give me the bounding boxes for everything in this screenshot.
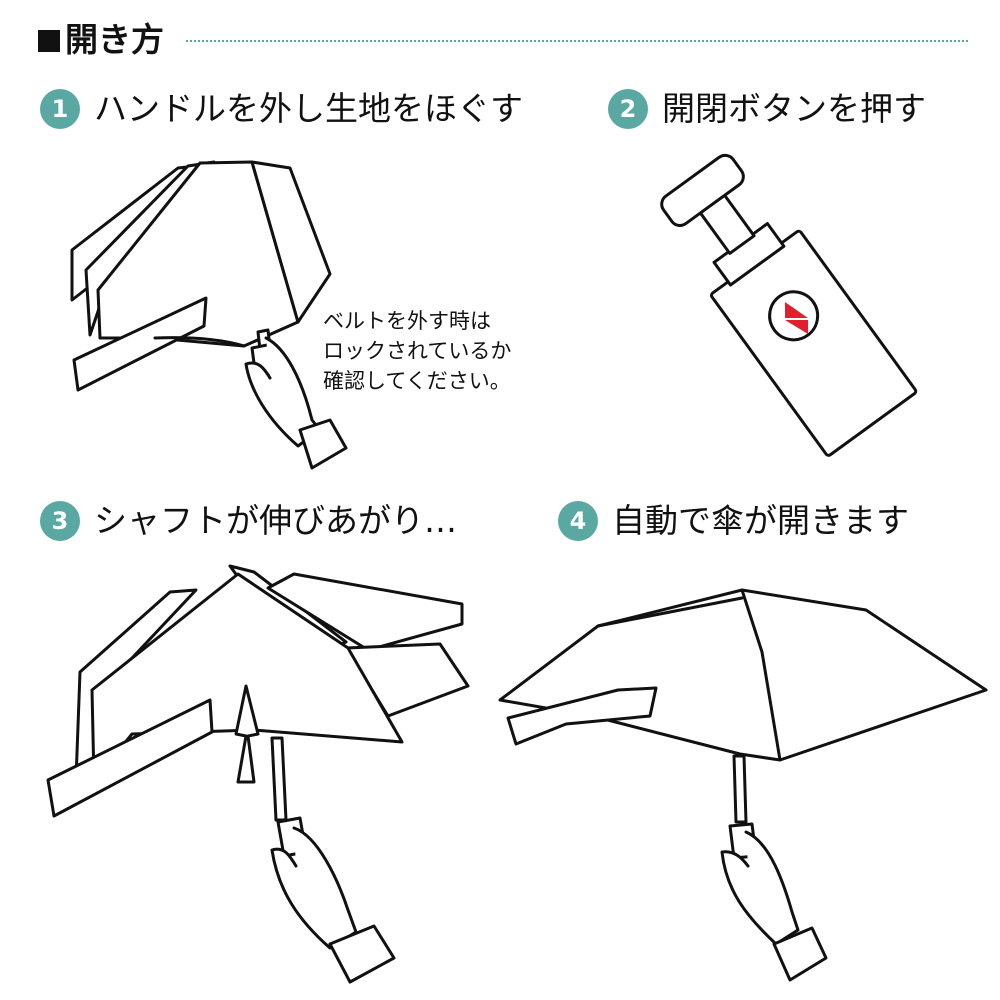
step-3-text: シャフトが伸びあがり… — [94, 501, 457, 540]
step-4-open-umbrella-illustration — [498, 588, 988, 982]
step-1-folded-umbrella-illustration — [70, 160, 348, 470]
page-title: 開き方 — [65, 20, 164, 59]
step-2-number-badge: 2 — [608, 89, 648, 129]
step-2-open-button-illustration — [660, 153, 918, 457]
dotted-divider — [186, 40, 968, 42]
red-arrows-button-icon — [785, 302, 808, 334]
step-4-number-badge: 4 — [558, 501, 598, 541]
step-2-text: 開閉ボタンを押す — [662, 89, 926, 128]
belt-caution-note: ベルトを外す時は ロックされているか 確認してください。 — [323, 309, 512, 393]
step-3-number-badge: 3 — [40, 501, 80, 541]
step-1-number-badge: 1 — [40, 89, 80, 129]
square-bullet-icon — [38, 30, 60, 52]
step-4-text: 自動で傘が開きます — [612, 501, 909, 540]
section-header: 開き方 — [38, 16, 968, 64]
step-3-opening-umbrella-illustration — [46, 564, 470, 984]
step-1-text: ハンドルを外し生地をほぐす — [94, 89, 523, 128]
